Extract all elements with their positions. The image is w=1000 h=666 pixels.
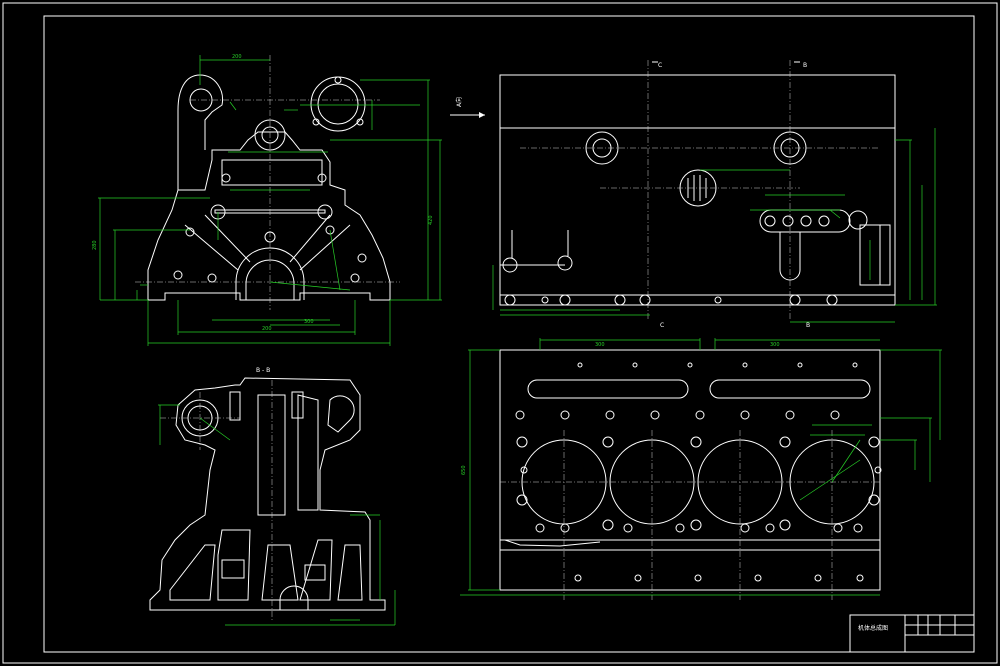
svg-text:300: 300 (770, 342, 780, 348)
section-mark-b-bottom: B (806, 322, 810, 329)
svg-text:650: 650 (461, 465, 467, 475)
svg-text:200: 200 (262, 326, 272, 332)
side-view: C B C B (492, 60, 937, 329)
section-label: B - B (256, 367, 270, 374)
drawing-frame (43, 15, 975, 653)
title-block: 机体总成图 (849, 614, 975, 653)
section-mark-c-top: C (658, 62, 662, 69)
svg-text:200: 200 (232, 54, 242, 60)
section-mark-b-top: B (803, 62, 807, 69)
section-view-b-b: B - B (149, 367, 396, 626)
view-arrow-label: A向 (455, 97, 463, 107)
top-view: 300 300 650 (460, 338, 942, 600)
view-arrow: A向 (450, 97, 485, 118)
svg-text:300: 300 (304, 319, 314, 325)
svg-text:280: 280 (92, 240, 98, 250)
front-view: 200 200 300 420 280 (92, 54, 442, 346)
section-mark-c-bottom: C (660, 322, 664, 329)
title-block-name: 机体总成图 (858, 624, 888, 632)
svg-text:420: 420 (428, 215, 434, 225)
svg-text:300: 300 (595, 342, 605, 348)
